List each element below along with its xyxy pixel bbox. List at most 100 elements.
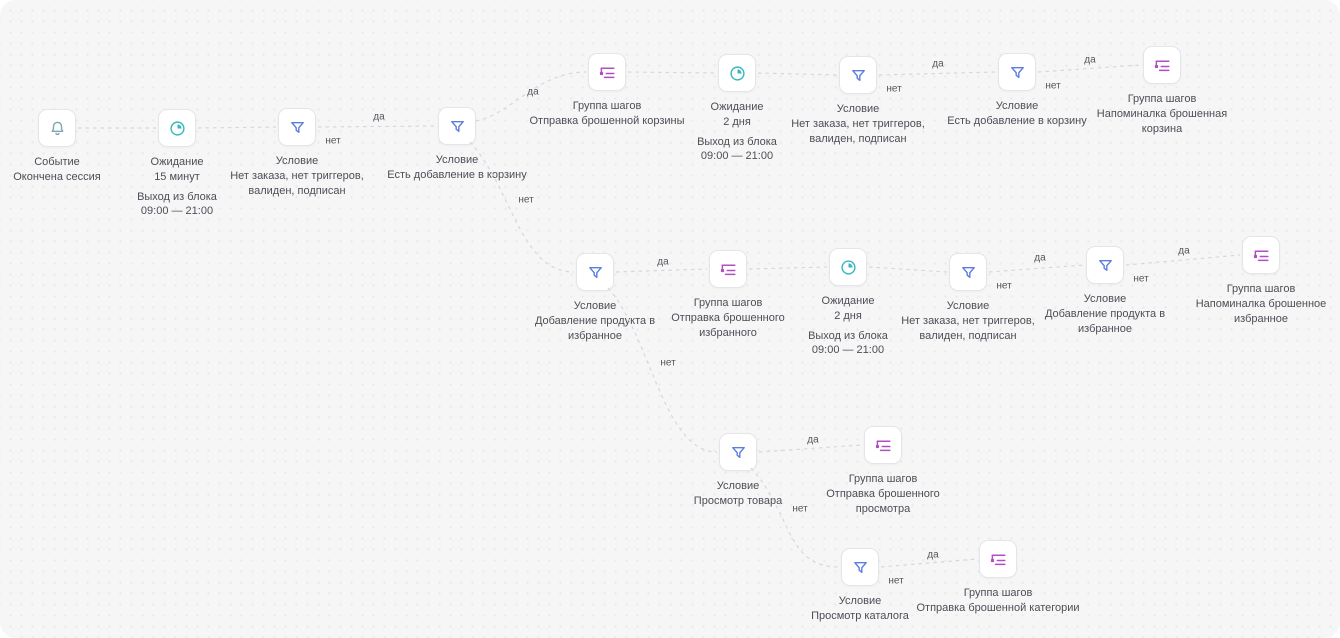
filter-icon — [287, 117, 308, 138]
node-title: Условие — [836, 103, 880, 115]
node-icon-box[interactable] — [1086, 246, 1124, 284]
filter-icon — [585, 262, 606, 283]
node-title: Условие — [838, 595, 882, 607]
node-icon-box[interactable] — [158, 109, 196, 147]
node-icon-box[interactable] — [718, 54, 756, 92]
node-icon-box[interactable] — [1242, 236, 1280, 274]
steps-group-icon — [988, 549, 1009, 570]
node-title: Условие — [946, 300, 990, 312]
node-title: Группа шагов — [572, 100, 642, 112]
node-subtitle: Нет заказа, нет триггеров, — [901, 315, 1035, 327]
node-subtitle: Есть добавление в корзину — [387, 169, 527, 181]
branch-label-no: нет — [888, 575, 904, 587]
node-title: Ожидание — [710, 101, 764, 113]
node-subtitle: 15 минут — [154, 171, 200, 183]
steps-group-icon — [873, 435, 894, 456]
filter-icon — [848, 65, 869, 86]
edge-label-yes: да — [373, 111, 385, 123]
clock-icon — [167, 118, 188, 139]
node-subtitle: Отправка брошенного — [826, 488, 940, 500]
node-title: Группа шагов — [963, 587, 1033, 599]
node-icon-box[interactable] — [38, 109, 76, 147]
node-icon-box[interactable] — [864, 426, 902, 464]
edge-label-yes: да — [807, 434, 819, 446]
edge-label-yes: да — [1084, 54, 1096, 66]
node-icon-box[interactable] — [278, 108, 316, 146]
edge-label-yes: да — [527, 86, 539, 98]
bell-icon — [47, 118, 68, 139]
node-title: Ожидание — [150, 156, 204, 168]
filter-icon — [850, 557, 871, 578]
node-subtitle: валиден, подписан — [919, 330, 1017, 342]
node-title: Группа шагов — [1226, 283, 1296, 295]
filter-icon — [1095, 255, 1116, 276]
node-subtitle: Есть добавление в корзину — [947, 115, 1087, 127]
filter-icon — [447, 116, 468, 137]
branch-label-no: нет — [886, 83, 902, 95]
edge-label-yes: да — [657, 256, 669, 268]
branch-label-no: нет — [996, 280, 1012, 292]
node-icon-box[interactable] — [829, 248, 867, 286]
edge-label-yes: да — [932, 58, 944, 70]
steps-group-icon — [718, 259, 739, 280]
branch-label-no: нет — [325, 135, 341, 147]
node-subtitle: Добавление продукта в — [1044, 308, 1166, 320]
node-icon-box[interactable] — [998, 53, 1036, 91]
node-subtitle: Просмотр каталога — [811, 610, 909, 622]
edge-label-no: нет — [660, 357, 676, 369]
node-subtitle: Напоминалка брошенное — [1195, 298, 1327, 310]
node-title: Условие — [716, 480, 760, 492]
edge-label-yes: да — [927, 549, 939, 561]
node-subtitle: 2 дня — [723, 116, 751, 128]
node-icon-box[interactable] — [576, 253, 614, 291]
steps-group-icon — [597, 62, 618, 83]
edge-label-yes: да — [1178, 245, 1190, 257]
node-subtitle: избранное — [1234, 313, 1288, 325]
node-subtitle: валиден, подписан — [248, 185, 346, 197]
node-icon-box[interactable] — [1143, 46, 1181, 84]
node-subtitle: Напоминалка брошенная — [1096, 108, 1228, 120]
node-subtitle: просмотра — [855, 503, 911, 515]
node-icon-box[interactable] — [438, 107, 476, 145]
node-subtitle: валиден, подписан — [809, 133, 907, 145]
node-title: Группа шагов — [848, 473, 918, 485]
node-icon-box[interactable] — [709, 250, 747, 288]
node-title: Условие — [435, 154, 479, 166]
node-subtitle: 2 дня — [834, 310, 862, 322]
node-icon-box[interactable] — [719, 433, 757, 471]
node-title: Условие — [275, 155, 319, 167]
node-icon-box[interactable] — [949, 253, 987, 291]
clock-icon — [727, 63, 748, 84]
clock-icon — [838, 257, 859, 278]
filter-icon — [728, 442, 749, 463]
node-title: Условие — [1083, 293, 1127, 305]
node-title: Условие — [573, 300, 617, 312]
branch-label-no: нет — [1133, 273, 1149, 285]
node-icon-box[interactable] — [839, 56, 877, 94]
node-subtitle: Отправка брошенной категории — [916, 602, 1080, 614]
node-icon-box[interactable] — [979, 540, 1017, 578]
node-icon-box[interactable] — [588, 53, 626, 91]
node-icon-box[interactable] — [841, 548, 879, 586]
filter-icon — [1007, 62, 1028, 83]
